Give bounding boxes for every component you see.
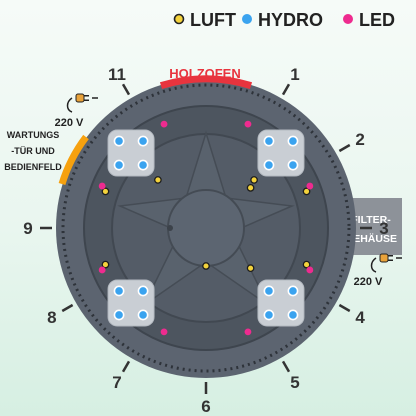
position-label: 4 [355,308,365,327]
drain-hole [167,225,173,231]
hydro-jet [287,309,299,321]
air-jet [246,184,255,192]
hot-tub [56,78,356,378]
air-jet [202,262,210,270]
heater-bar [159,75,253,89]
led-light [160,328,168,336]
seat-insert [107,129,155,177]
position-tick [281,83,291,96]
hydro-jet [263,135,275,147]
power-label-right: 220 V [354,276,383,288]
hydro-jet [137,135,149,147]
legend-item-hydro: HYDRO [242,10,323,30]
position-label: 8 [47,308,56,327]
legend-label-hydro: HYDRO [258,10,323,30]
maintenance-label-line1: WARTUNGS [7,130,60,140]
position-label: 3 [379,219,388,238]
position-tick [121,360,131,373]
filter-label-line1: FILTER- [351,214,391,226]
maintenance-label: WARTUNGS -TÜR UND BEDIENFELD [4,130,62,172]
seat [257,129,305,177]
position-tick [338,143,351,153]
hydro-jet [113,309,125,321]
position-tick [338,303,351,313]
air-jet [154,176,162,184]
led-light [160,120,168,128]
hydro-jet [137,159,149,171]
seat [107,279,155,327]
jets [98,120,314,336]
hydro-jet [263,285,275,297]
seat-insert [257,279,305,327]
legend-item-led: LED [343,10,395,30]
legend-label-luft: LUFT [190,10,236,30]
air-jet [101,260,110,269]
position-tick [61,303,74,313]
seat-insert [257,129,305,177]
led-light [306,266,314,274]
position-label: 2 [355,130,364,149]
air-jet [101,187,110,196]
led-light [98,266,106,274]
heater-label: HOLZOFEN [169,66,241,81]
tub-center-drain [167,189,245,267]
hydro-jet [287,135,299,147]
position-label: 9 [23,219,32,238]
position-tick [281,360,291,373]
led-light [98,182,106,190]
hydro-jet [113,159,125,171]
power-plug-icon [370,253,402,273]
hydro-jet [137,309,149,321]
filter-label-line2: GEHÄUSE [345,232,397,245]
legend-dot-hydro [242,14,252,24]
maintenance-label-line3: BEDIENFELD [4,162,62,172]
position-markers: 1 2 3 4 5 6 7 8 9 11 [23,65,388,416]
hydro-jet [263,159,275,171]
position-label: 11 [108,65,126,84]
maintenance-label-line2: -TÜR UND [11,146,55,156]
power-plug-icon [66,93,98,113]
air-jet [302,187,311,196]
hydro-jet [137,285,149,297]
position-tick [121,83,131,96]
hydro-jet [287,159,299,171]
position-label: 7 [112,373,121,392]
hydro-jet [287,285,299,297]
seat [107,129,155,177]
power-label-top: 220 V [55,117,84,129]
led-light [244,328,252,336]
power-connection-top: 220 V [55,93,98,129]
legend-dot-luft [173,13,185,25]
legend-label-led: LED [359,10,395,30]
air-jet [250,176,258,184]
seat [257,279,305,327]
seat-insert [107,279,155,327]
hydro-jet [113,135,125,147]
legend-dot-led [343,14,353,24]
maintenance-bar [58,134,89,186]
led-light [244,120,252,128]
tub-tick-ring [61,83,351,373]
legend: LUFT HYDRO LED [173,10,395,30]
legend-item-luft: LUFT [173,10,236,30]
air-jet [246,264,255,272]
led-light [306,182,314,190]
hydro-jet [113,285,125,297]
hydro-jet [263,309,275,321]
power-connection-right: 220 V [354,253,402,288]
seats [107,129,305,327]
position-label: 1 [290,65,299,84]
position-label: 6 [201,397,210,416]
position-label: 5 [290,373,299,392]
air-jet [302,260,311,269]
